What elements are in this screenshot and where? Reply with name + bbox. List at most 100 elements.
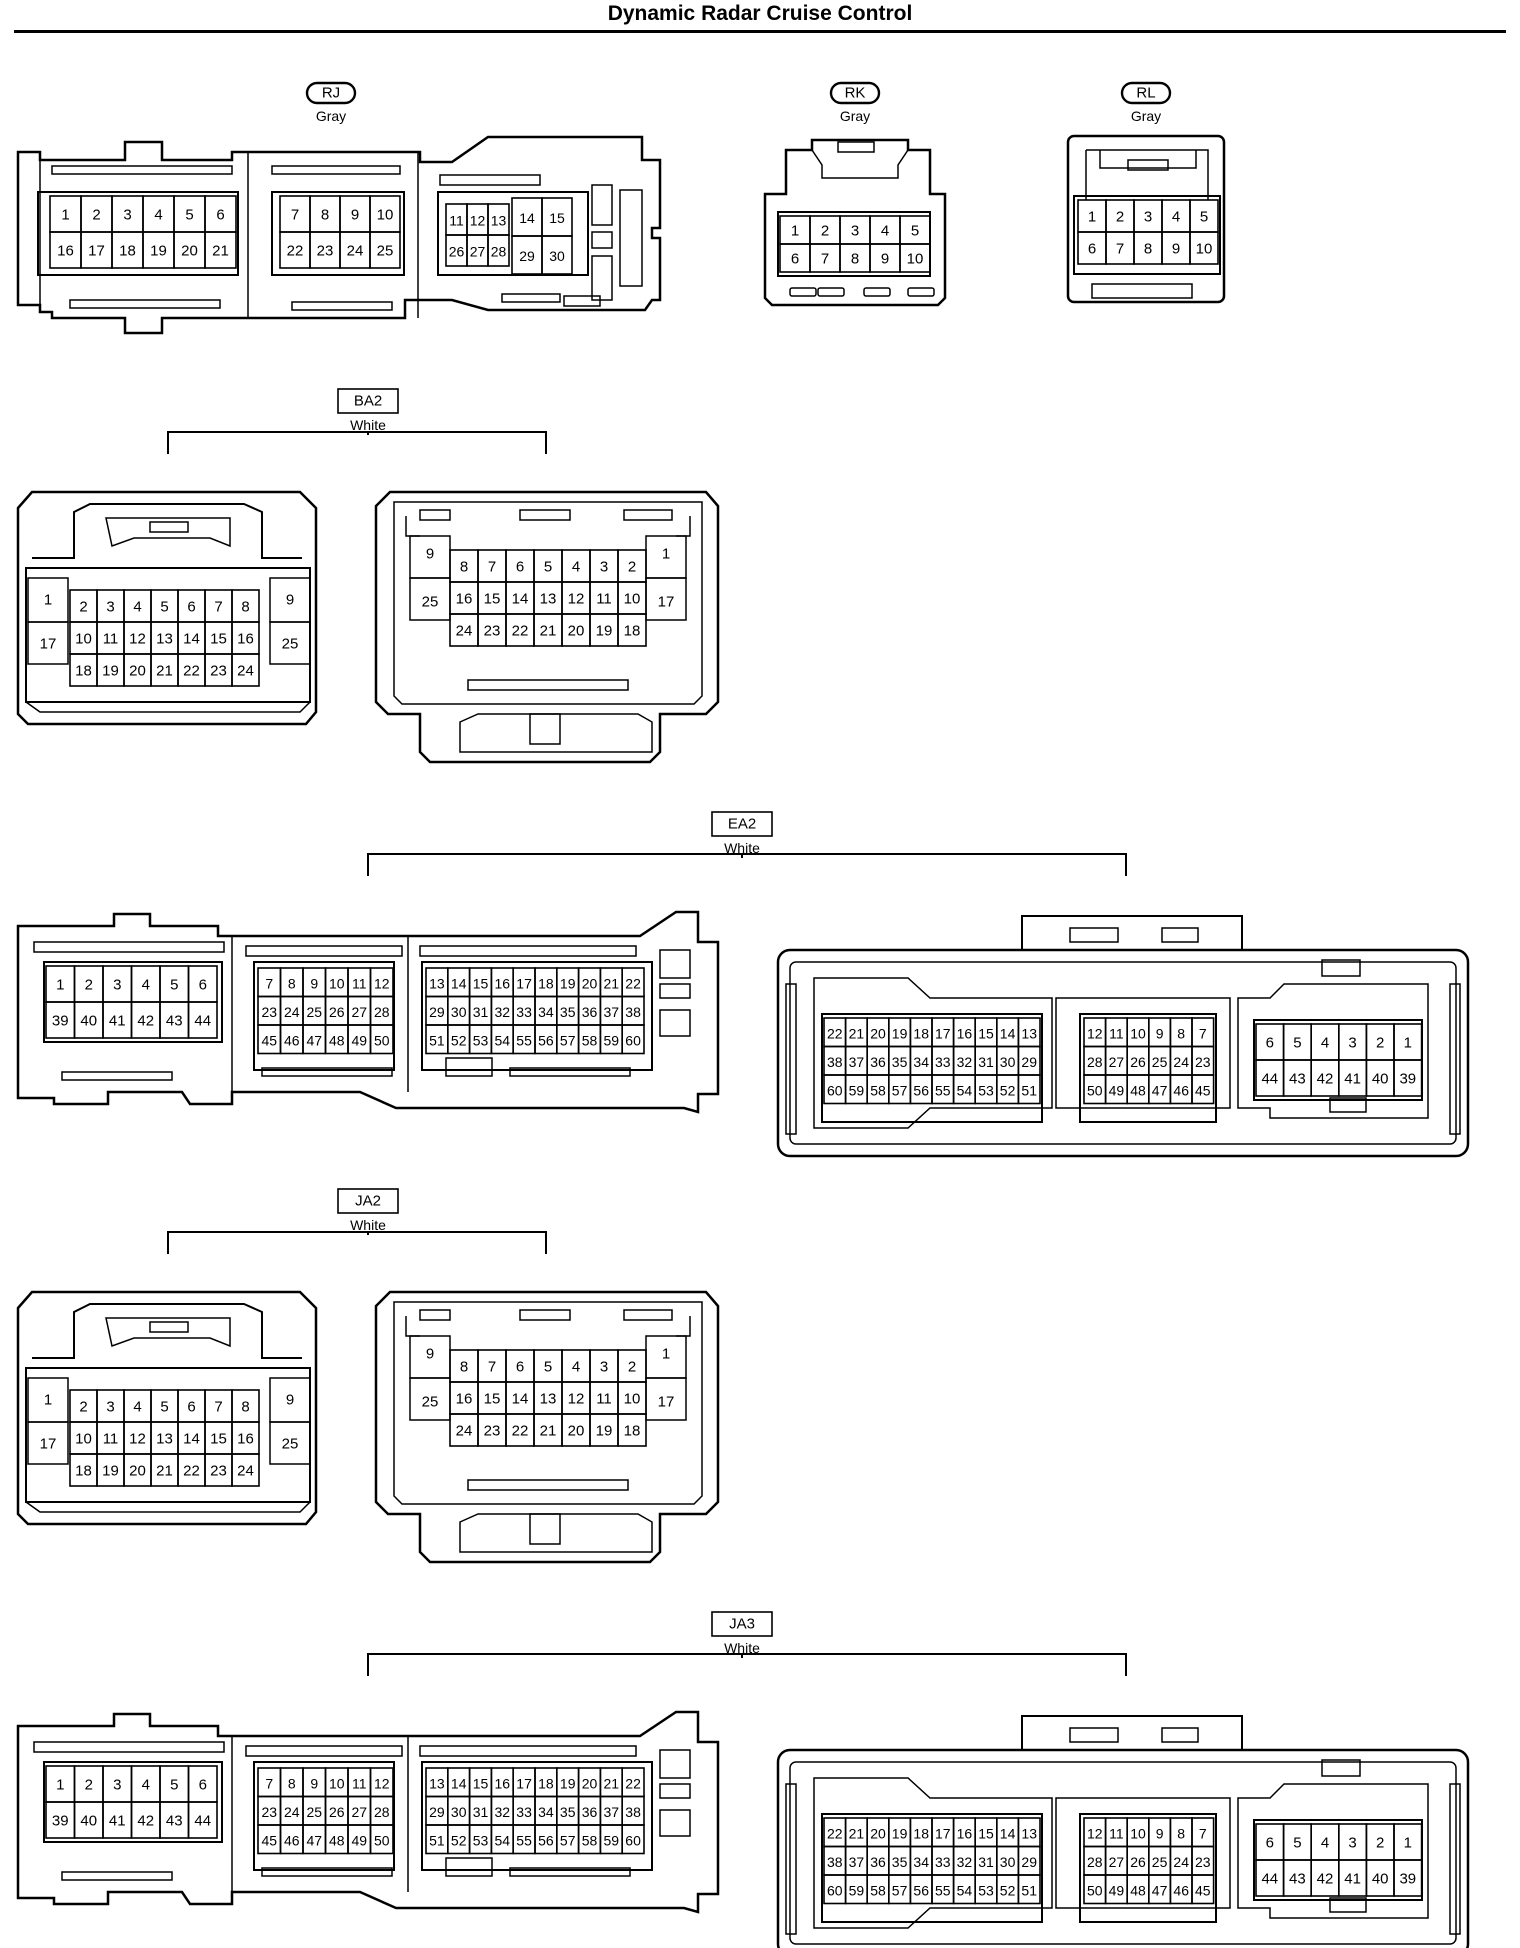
connector-outline (1017, 1074, 1041, 1105)
pin-number: 10 (329, 1775, 345, 1791)
pin-number: 3 (113, 977, 121, 994)
pin-number: 10 (624, 591, 641, 608)
connector-label-pill (1120, 81, 1172, 105)
pin-number: 19 (596, 623, 613, 640)
connector-outline (509, 1067, 631, 1077)
connector-outline (1321, 959, 1361, 977)
pin-number: 49 (351, 1832, 367, 1848)
pin-number: 24 (237, 663, 254, 680)
pin-number: 52 (451, 1832, 467, 1848)
pin-number: 55 (935, 1882, 951, 1898)
pin-number: 33 (516, 1004, 532, 1020)
connector-outline (621, 1024, 645, 1055)
pin-number: 27 (351, 1804, 367, 1820)
connector-outline (253, 961, 395, 1071)
pin-number: 26 (1130, 1854, 1146, 1870)
pin-number: 37 (849, 1854, 865, 1870)
pin-number: 21 (540, 623, 557, 640)
pin-number: 7 (821, 251, 829, 268)
pin-number: 7 (1199, 1825, 1207, 1841)
pin-number: 22 (625, 975, 641, 991)
connector-outline (899, 243, 931, 273)
pin-number: 2 (628, 559, 636, 576)
pin-number: 8 (460, 1359, 468, 1376)
pin-number: 9 (310, 1775, 318, 1791)
pin-number: 22 (183, 663, 200, 680)
connector-outline (61, 1071, 173, 1081)
pin-number: 8 (1177, 1825, 1185, 1841)
pin-number: 20 (870, 1825, 886, 1841)
connector-outline (369, 231, 401, 269)
pin-number: 59 (849, 1882, 865, 1898)
pin-number: 1 (1404, 1035, 1412, 1052)
pin-number: 19 (560, 975, 576, 991)
pin-number: 17 (935, 1825, 951, 1841)
connector-outline (149, 521, 189, 533)
pin-number: 27 (1109, 1054, 1125, 1070)
pin-number: 11 (103, 1431, 119, 1448)
pin-number: 21 (156, 663, 173, 680)
connector-outline (789, 961, 1457, 1145)
pin-number: 50 (1087, 1082, 1103, 1098)
connector-outline (623, 509, 673, 521)
pin-number: 7 (214, 599, 222, 616)
pin-number: 5 (185, 207, 193, 224)
pin-number: 23 (261, 1004, 277, 1020)
pin-number: 31 (473, 1004, 489, 1020)
pin-number: 1 (1088, 209, 1096, 226)
pin-number: 8 (851, 251, 859, 268)
pin-number: 35 (892, 1854, 908, 1870)
connector-label-box (337, 388, 399, 414)
pin-number: 50 (374, 1032, 390, 1048)
pin-number: 4 (1321, 1035, 1329, 1052)
pin-number: 19 (892, 1025, 908, 1041)
connector-outline (863, 287, 891, 297)
pin-number: 21 (540, 1423, 557, 1440)
pin-number: 20 (568, 623, 585, 640)
pin-number: 8 (288, 975, 296, 991)
pin-number: 15 (484, 1391, 501, 1408)
pin-number: 40 (80, 1813, 97, 1830)
pin-number: 16 (456, 591, 473, 608)
connector-outline (1079, 1013, 1217, 1123)
pin-number: 3 (1348, 1035, 1356, 1052)
pin-number: 43 (1289, 1071, 1306, 1088)
pin-number: 7 (1116, 241, 1124, 258)
pin-number: 39 (1399, 1071, 1416, 1088)
connector-outline (1189, 231, 1219, 265)
pin-number: 11 (449, 213, 464, 229)
pin-number: 23 (210, 663, 227, 680)
pin-number: 27 (351, 1004, 367, 1020)
pin-number: 31 (978, 1854, 994, 1870)
connector-code: JA3 (729, 1616, 755, 1633)
pin-number: 41 (1344, 1071, 1361, 1088)
connector-outline (591, 255, 613, 301)
connector-color: Gray (840, 108, 870, 124)
pin-number: 30 (451, 1004, 467, 1020)
connector-outline (61, 1871, 173, 1881)
connector-outline (617, 1413, 647, 1447)
connector-outline (1161, 927, 1199, 943)
pin-number: 47 (306, 1832, 322, 1848)
pin-number: 24 (284, 1004, 300, 1020)
pin-number: 3 (600, 559, 608, 576)
pin-number: 56 (913, 1882, 929, 1898)
pin-number: 25 (1152, 1854, 1168, 1870)
connector-outline (271, 191, 405, 276)
connector-outline (231, 653, 260, 687)
pin-number: 35 (892, 1054, 908, 1070)
pin-number: 6 (791, 251, 799, 268)
pin-number: 12 (129, 1431, 146, 1448)
pin-number: 36 (582, 1004, 598, 1020)
pin-number: 21 (604, 975, 620, 991)
pin-number: 1 (61, 207, 69, 224)
connector-outline (367, 1653, 1127, 1676)
pin-number: 34 (538, 1004, 554, 1020)
pin-number: 1 (44, 592, 52, 609)
pin-number: 60 (827, 1082, 843, 1098)
pin-number: 56 (538, 1832, 554, 1848)
pin-number: 15 (484, 591, 501, 608)
